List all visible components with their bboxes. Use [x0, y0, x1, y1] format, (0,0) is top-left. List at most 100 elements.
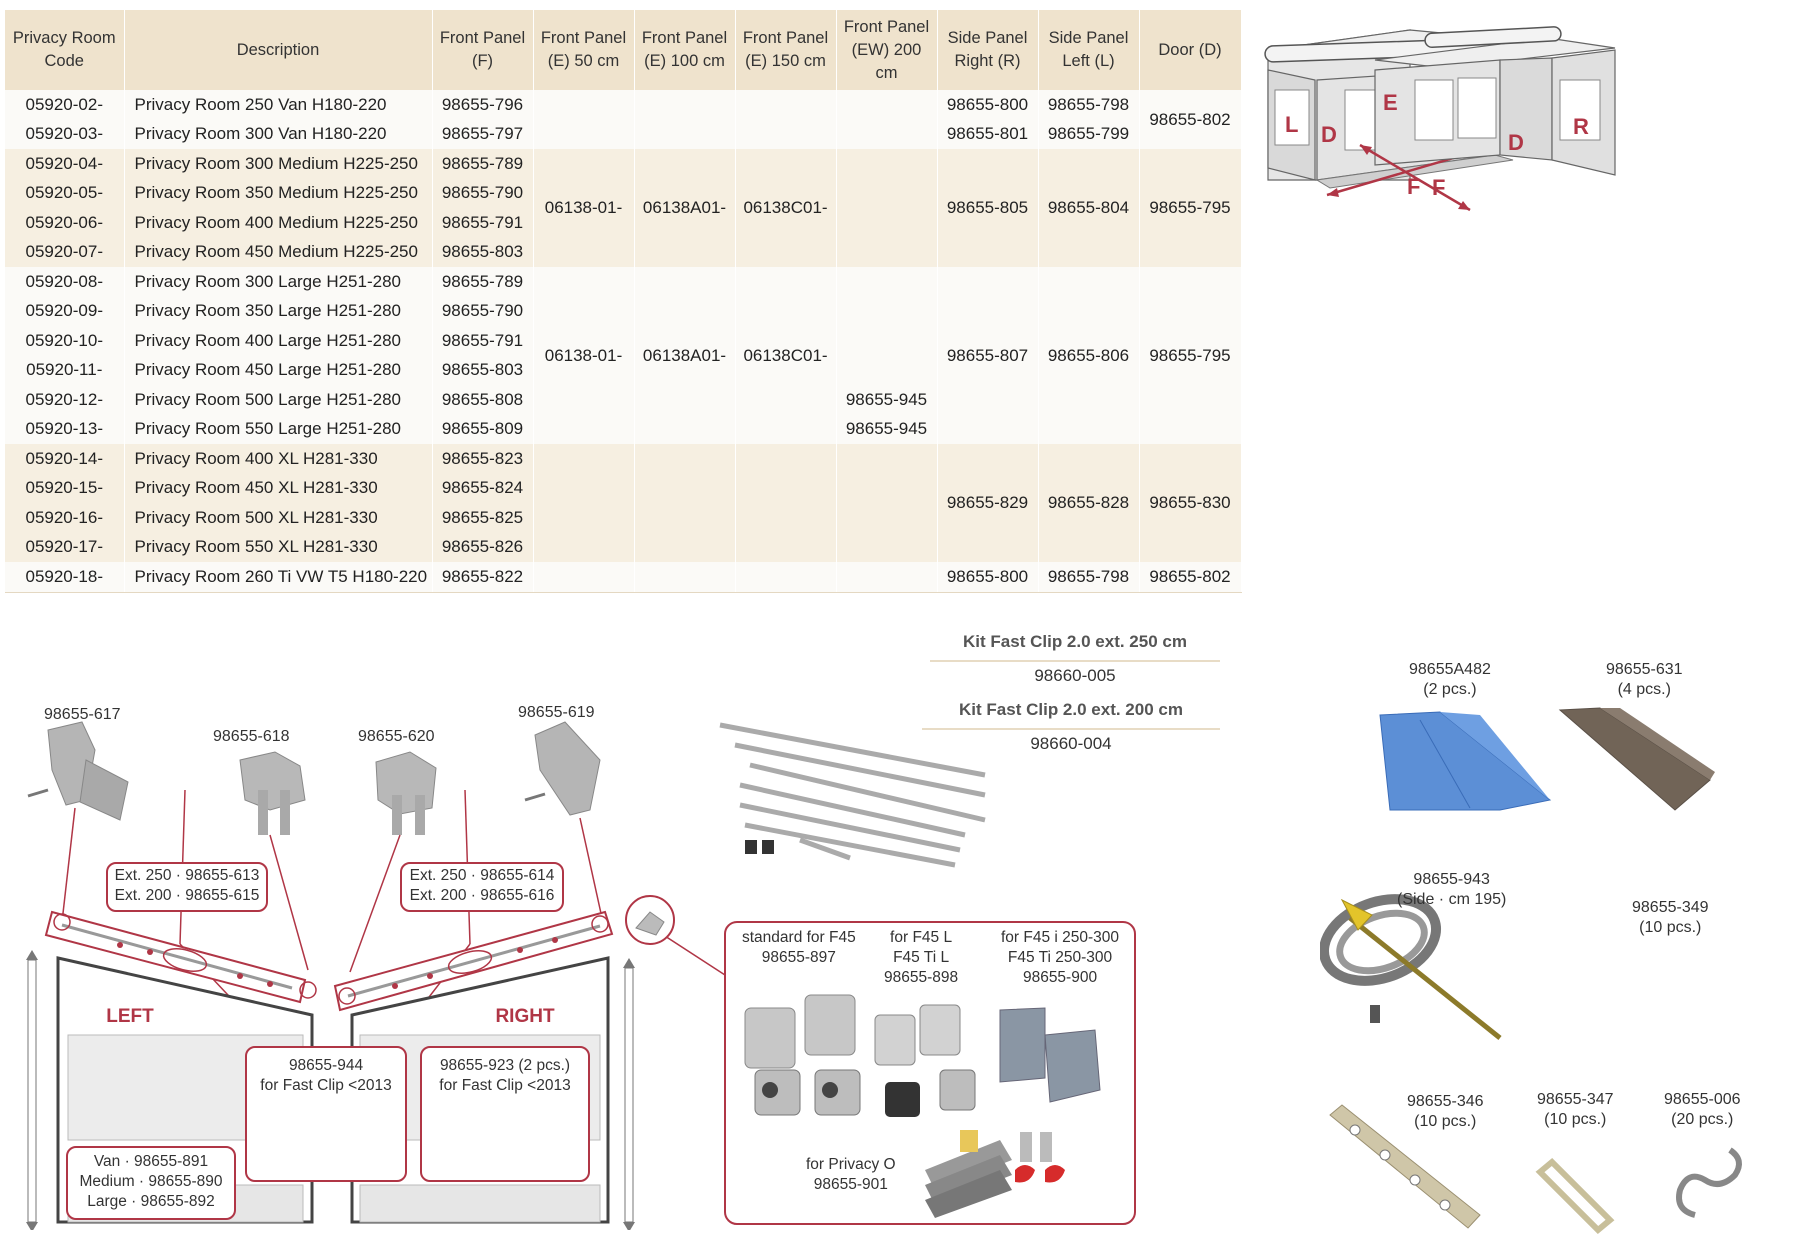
cell-code: 05920-05- [5, 178, 125, 208]
cell-side-right: 98655-805 [937, 149, 1039, 267]
adapter-privacy-o-icon [925, 1130, 1065, 1218]
table-row: 05920-05- Privacy Room 350 Medium H225-2… [5, 178, 1241, 208]
adapter-std-icon [744, 994, 861, 1116]
cell-side-left: 98655-804 [1038, 149, 1140, 267]
cell-description: Privacy Room 260 Ti VW T5 H180-220 [124, 562, 433, 593]
cell-front-ew [836, 326, 938, 356]
cell-front-e100 [634, 90, 736, 149]
brown-bar-icon [1558, 707, 1715, 811]
cell-code: 05920-10- [5, 326, 125, 356]
strap-347-icon [1535, 1157, 1615, 1235]
acc-blue-strip-code: 98655A482 [1409, 661, 1491, 678]
header-front-e100: Front Panel (E) 100 cm [634, 10, 736, 90]
cell-code: 05920-11- [5, 355, 125, 385]
kit-250-code: 98660-005 [1034, 666, 1116, 685]
diagram-label-E: E [1383, 90, 1398, 115]
part-923-box: 98655-923 (2 pcs.) for Fast Clip <2013 [420, 1046, 590, 1182]
cell-description: Privacy Room 300 Van H180-220 [124, 119, 433, 149]
kit-200-code: 98660-004 [1030, 734, 1112, 753]
acc-brown-bar-label: 98655-631 (4 pcs.) [1606, 660, 1683, 700]
adapter-privacy-o-code: 98655-901 [813, 1176, 888, 1193]
tent-peg-icon [1340, 898, 1502, 1040]
cell-front-e150: 06138C01- [735, 149, 837, 267]
header-front-e150: Front Panel (E) 150 cm [735, 10, 837, 90]
rail-right [333, 910, 614, 1012]
part-944-note: for Fast Clip <2013 [260, 1077, 392, 1094]
cell-code: 05920-14- [5, 444, 125, 474]
table-header-row: Privacy Room Code Description Front Pane… [5, 10, 1242, 90]
cell-description: Privacy Room 350 Medium H225-250 [124, 178, 433, 208]
cell-front-f: 98655-797 [432, 119, 534, 149]
acc-zipper-qty: (Side · cm 195) [1397, 891, 1507, 908]
cell-front-e100 [634, 444, 736, 562]
table-row: 05920-04- Privacy Room 300 Medium H225-2… [5, 149, 1242, 267]
ext-right-box: Ext. 250 · 98655-614 Ext. 200 · 98655-61… [400, 862, 564, 912]
cell-code: 05920-08- [5, 267, 125, 297]
cell-front-f: 98655-824 [432, 473, 534, 503]
panel-left-label: LEFT [106, 1006, 154, 1027]
cell-side-right: 98655-800 [937, 562, 1039, 593]
cell-description: Privacy Room 400 XL H281-330 [124, 444, 433, 474]
acc-strap-346-label: 98655-346 (10 pcs.) [1407, 1092, 1484, 1132]
cell-side-right: 98655-829 [937, 444, 1039, 562]
header-front-f: Front Panel (F) [432, 10, 534, 90]
adapter-f45l-label: for F45 L F45 Ti L 98655-898 [884, 928, 958, 988]
acc-brown-bar-qty: (4 pcs.) [1617, 681, 1671, 698]
cell-side-left: 98655-799 [1038, 119, 1140, 149]
cell-code: 05920-03- [5, 119, 125, 149]
accessories-drawing [1320, 707, 1742, 1235]
awning-diagram-right: E D R F [1359, 26, 1616, 212]
cell-front-e100: 06138A01- [634, 267, 736, 444]
large-line: Large · 98655-892 [87, 1193, 215, 1210]
diagram-label-R: R [1573, 114, 1589, 139]
acc-zipper-code: 98655-943 [1413, 871, 1490, 888]
adapter-std-code: 98655-897 [761, 949, 836, 966]
diagram-label-D: D [1508, 130, 1524, 155]
zipper-icon [1320, 894, 1442, 1023]
clip-618-label: 98655-618 [213, 728, 290, 745]
cell-front-f: 98655-803 [432, 355, 534, 385]
table-row: 05920-10- Privacy Room 400 Large H251-28… [5, 326, 1241, 356]
cell-front-f: 98655-791 [432, 326, 534, 356]
cell-front-e150 [735, 562, 837, 593]
table-row: 05920-06- Privacy Room 400 Medium H225-2… [5, 208, 1241, 238]
cell-description: Privacy Room 550 XL H281-330 [124, 532, 433, 562]
header-front-ew: Front Panel (EW) 200 cm [836, 10, 938, 90]
table-row: 05920-15- Privacy Room 450 XL H281-330 9… [5, 473, 1241, 503]
cell-front-ew [836, 296, 938, 326]
cell-description: Privacy Room 350 Large H251-280 [124, 296, 433, 326]
cell-front-ew: 98655-945 [836, 385, 938, 415]
cell-door: 98655-795 [1139, 149, 1242, 267]
adapter-f45l-code: 98655-898 [884, 969, 959, 986]
table-row: 05920-13- Privacy Room 550 Large H251-28… [5, 414, 1241, 444]
header-door: Door (D) [1139, 10, 1242, 90]
header-description: Description [124, 10, 433, 90]
cell-description: Privacy Room 300 Medium H225-250 [124, 149, 433, 179]
cell-front-f: 98655-809 [432, 414, 534, 444]
cell-door: 98655-802 [1139, 90, 1242, 149]
header-front-e50: Front Panel (E) 50 cm [533, 10, 635, 90]
cell-code: 05920-13- [5, 414, 125, 444]
cell-front-ew [836, 267, 938, 297]
cell-front-e100 [634, 562, 736, 593]
cell-front-ew [836, 562, 938, 593]
table-row: 05920-09- Privacy Room 350 Large H251-28… [5, 296, 1241, 326]
table-row: 05920-11- Privacy Room 450 Large H251-28… [5, 355, 1241, 385]
adapter-std-label: standard for F45 98655-897 [742, 928, 856, 968]
acc-s-hook-qty: (20 pcs.) [1671, 1111, 1734, 1128]
clip-detail-icon [635, 911, 665, 936]
adapter-f45i-sub: F45 Ti 250-300 [1007, 949, 1113, 966]
cell-front-f: 98655-826 [432, 532, 534, 562]
cell-description: Privacy Room 550 Large H251-280 [124, 414, 433, 444]
part-923-code: 98655-923 (2 pcs.) [439, 1057, 571, 1074]
cell-code: 05920-07- [5, 237, 125, 267]
cell-front-e50 [533, 562, 635, 593]
acc-strap-346-code: 98655-346 [1407, 1093, 1484, 1110]
ext-left-box: Ext. 250 · 98655-613 Ext. 200 · 98655-61… [106, 862, 268, 912]
cell-description: Privacy Room 450 XL H281-330 [124, 473, 433, 503]
clip-icon [239, 751, 306, 835]
cell-front-f: 98655-789 [432, 149, 534, 179]
kit-200-rule [922, 728, 1220, 730]
acc-zipper-label: 98655-943 (Side · cm 195) [1397, 870, 1506, 910]
cell-door: 98655-830 [1139, 444, 1242, 562]
